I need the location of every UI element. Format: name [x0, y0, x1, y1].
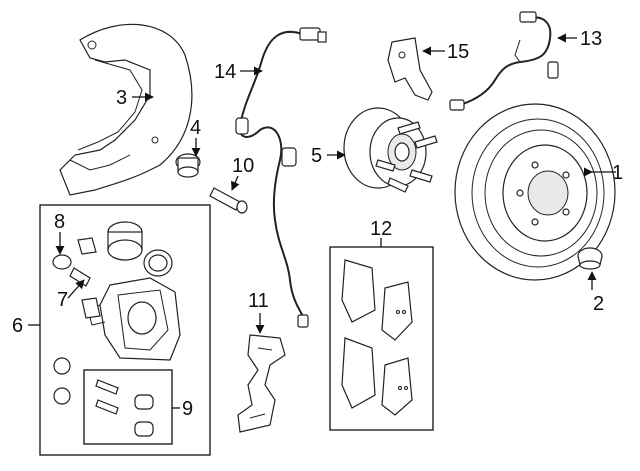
callout-4: 4 [190, 117, 201, 139]
brake-pads-part [341, 259, 413, 416]
callout-10: 10 [232, 155, 254, 177]
piston-seal-part [143, 249, 173, 277]
caliper-assembly-box [39, 204, 211, 456]
guide-pin-kit-box [83, 369, 173, 445]
caliper-bolts-part [52, 237, 101, 405]
callout-11: 11 [248, 290, 269, 312]
splash-shield-part [59, 23, 193, 196]
guide-pin-part [209, 187, 248, 214]
caliper-piston-part [107, 221, 143, 261]
abs-sensor-wire-part [235, 27, 327, 328]
callout-13: 13 [580, 28, 602, 50]
callout-15: 15 [447, 41, 469, 63]
bracket-part [387, 37, 433, 101]
caliper-bracket-part [237, 334, 286, 433]
callout-14: 14 [214, 61, 236, 83]
brake-rotor-part [454, 103, 616, 281]
leader-lines [28, 33, 616, 409]
guide-pin-kit-part [95, 379, 154, 437]
callout-labels: 1 2 3 4 5 6 7 8 9 10 11 12 13 14 15 [12, 28, 623, 420]
callout-9: 9 [182, 398, 193, 420]
callout-6: 6 [12, 315, 23, 337]
callout-8: 8 [54, 211, 65, 233]
callout-5: 5 [311, 145, 322, 167]
callout-2: 2 [593, 293, 604, 315]
brake-hose-part [449, 11, 559, 111]
callout-12: 12 [370, 218, 392, 240]
caliper-part [87, 277, 181, 361]
callout-7: 7 [57, 289, 68, 311]
callout-3: 3 [116, 87, 127, 109]
stud-part [577, 247, 603, 270]
callout-1: 1 [612, 162, 623, 184]
bolt-part [175, 153, 201, 178]
hub-bearing-part [343, 107, 438, 193]
